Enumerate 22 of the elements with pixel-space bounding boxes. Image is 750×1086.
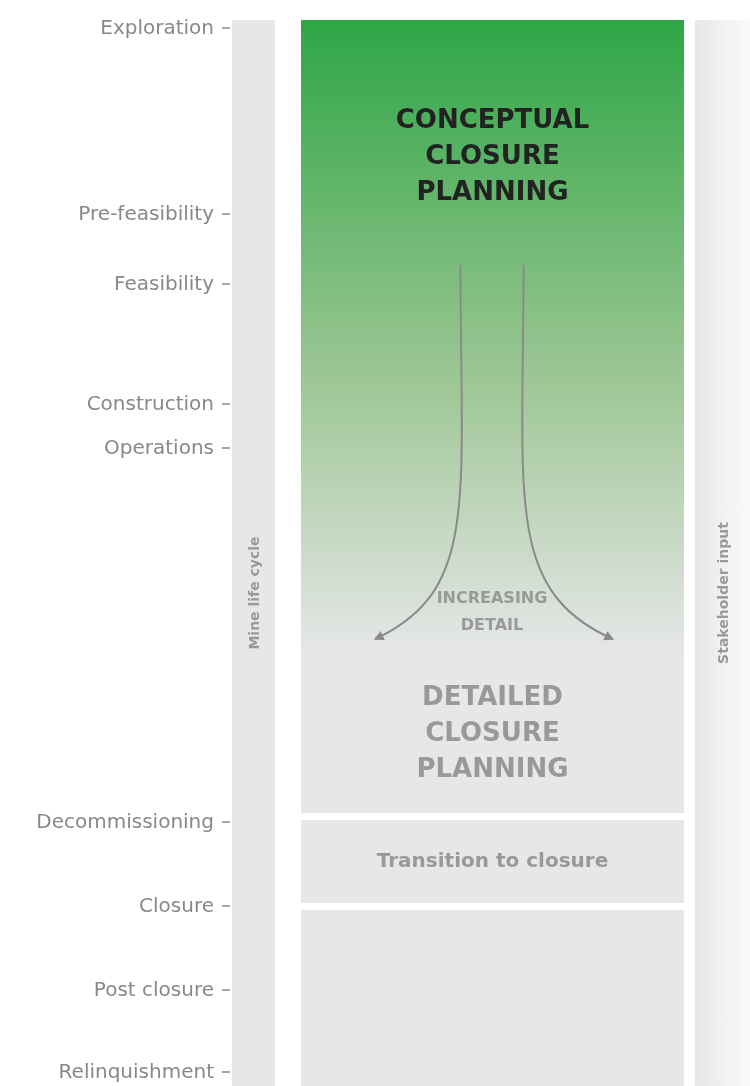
planning-panel <box>301 20 684 813</box>
stage-label: Exploration <box>100 15 214 39</box>
axis-title: Stakeholder input <box>714 522 731 664</box>
stakeholder-band <box>695 20 750 1086</box>
lifecycle-band <box>232 20 275 1086</box>
stage-label: Operations <box>104 435 214 459</box>
planning-heading: DETAILED CLOSURE PLANNING <box>415 680 570 785</box>
arrow <box>373 264 463 640</box>
planning-heading: CONCEPTUAL CLOSURE PLANNING <box>394 103 591 208</box>
arrow <box>521 264 615 640</box>
stage-label: Post closure <box>93 977 214 1001</box>
phase-box <box>301 910 684 1086</box>
phase-label: Transition to closure <box>375 848 610 872</box>
stage-label: Closure <box>139 893 214 917</box>
annotation-label: INCREASING DETAIL <box>435 587 549 636</box>
stage-label: Relinquishment <box>58 1059 214 1083</box>
axis-title: Mine life cycle <box>245 536 262 650</box>
stage-label: Pre-feasibility <box>78 201 214 225</box>
stage-label: Feasibility <box>114 271 214 295</box>
stage-label: Decommissioning <box>36 809 214 833</box>
phase-box <box>301 820 684 903</box>
stage-label: Construction <box>86 391 214 415</box>
